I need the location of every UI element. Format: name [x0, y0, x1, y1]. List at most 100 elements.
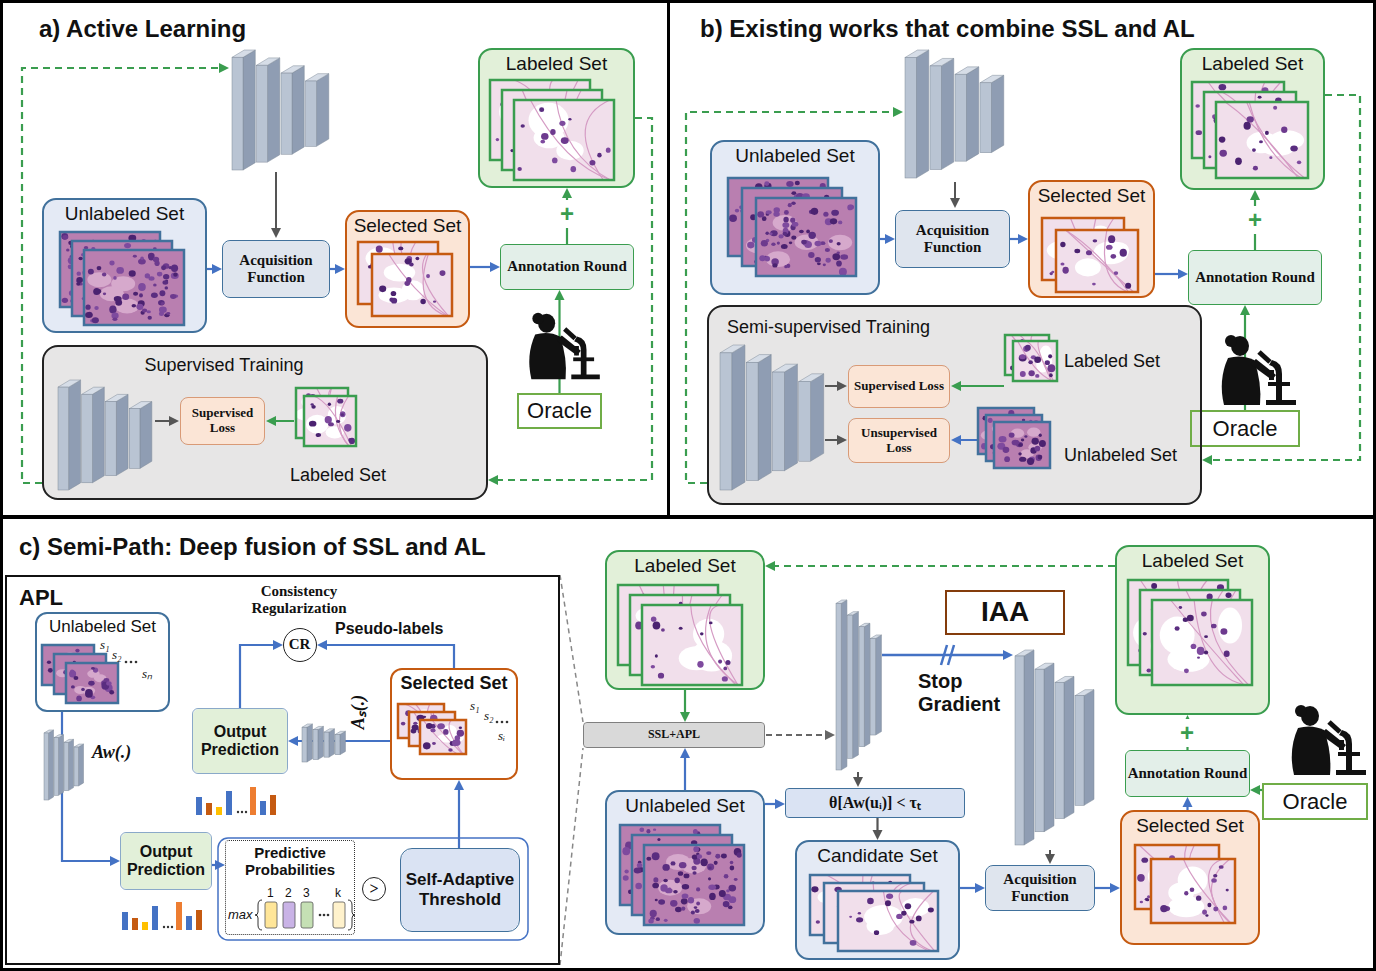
tissue-strand [1065, 230, 1128, 292]
cnn-front [82, 394, 93, 482]
node-title: Oracle [1283, 789, 1348, 814]
cell-nucleus [658, 673, 664, 679]
cnn-front [257, 65, 268, 162]
image-border [420, 720, 466, 754]
cnn-icon [836, 600, 881, 770]
cnn-side [69, 380, 81, 490]
cell-nucleus [896, 914, 902, 919]
node-title: a) Active Learning [39, 15, 639, 43]
base [1336, 770, 1366, 775]
cnn-side [318, 726, 324, 759]
node-title: b) Existing works that combine SSL and A… [700, 15, 1370, 43]
cell-nucleus [161, 265, 166, 270]
cell-nucleus [1265, 131, 1269, 135]
cell-nucleus [694, 906, 698, 909]
cnn-top [720, 345, 745, 353]
box-fill [36, 613, 169, 711]
cell-nucleus [673, 890, 678, 894]
cnn-top [82, 387, 105, 394]
cnn-front [313, 730, 318, 760]
cell-nucleus [766, 210, 772, 214]
ellipsis-dot [130, 661, 133, 664]
cell-nucleus [653, 622, 661, 630]
cell-nucleus [764, 181, 769, 186]
cell-nucleus [718, 659, 722, 663]
cell-nucleus [1201, 612, 1207, 617]
tissue-strand [1171, 600, 1244, 685]
cnn-side [292, 66, 304, 154]
cell-nucleus [147, 310, 151, 313]
cell-nucleus [723, 667, 727, 671]
process-box: Acquisition Function [222, 240, 330, 298]
cell-nucleus [1290, 145, 1298, 151]
cell-nucleus [1184, 891, 1188, 896]
cell-nucleus [102, 273, 106, 277]
cell-nucleus [1253, 166, 1258, 171]
cell-nucleus [379, 286, 386, 293]
oracle-silhouette [1292, 705, 1366, 775]
cell-nucleus [1141, 858, 1148, 863]
oracle-box: Oracle [1262, 783, 1368, 820]
cell-nucleus [693, 846, 699, 852]
arrow-head [1202, 455, 1212, 465]
cell-nucleus [663, 879, 668, 883]
cell-nucleus [709, 893, 716, 900]
box-fill [346, 211, 469, 327]
stop-mark [948, 645, 954, 665]
cell-nucleus [1146, 898, 1149, 901]
arrow-head [562, 188, 572, 198]
cell-nucleus [426, 274, 430, 278]
node-title: Unsupervised Loss [849, 426, 949, 456]
connector [765, 561, 1115, 571]
cell-nucleus [132, 304, 137, 307]
connector [1250, 785, 1262, 795]
arrow-head [975, 883, 985, 893]
box-fill [606, 551, 764, 689]
cell-nucleus [550, 129, 555, 135]
cell-nucleus [707, 864, 714, 871]
cell-nucleus [905, 903, 911, 909]
box-fill [181, 398, 264, 444]
arrow-head [1183, 797, 1193, 807]
node-title: Supervised Training [94, 355, 354, 376]
node-title: Output Prediction [193, 723, 287, 760]
annotation-text: Pseudo-labels [335, 620, 443, 638]
cell-nucleus [336, 420, 340, 423]
box-fill [896, 211, 1009, 267]
cell-nucleus [1205, 914, 1208, 917]
cell-nucleus [826, 258, 831, 263]
cell-nucleus [337, 399, 343, 404]
cell-nucleus [1184, 668, 1189, 673]
node-title: Selected Set [1122, 815, 1258, 837]
cell-nucleus [783, 232, 788, 236]
cell-nucleus [161, 302, 165, 305]
cell-nucleus [62, 235, 68, 239]
cell-nucleus [792, 222, 799, 227]
cell-nucleus [646, 857, 651, 861]
ellipsis-dot [237, 811, 239, 813]
cell-nucleus [171, 273, 179, 279]
cell-nucleus [1012, 440, 1020, 446]
tissue-ground [372, 254, 452, 316]
arrow-head [951, 381, 961, 391]
cell-nucleus [668, 888, 671, 890]
bar [152, 906, 158, 930]
cell-nucleus [836, 260, 842, 266]
cell-nucleus [639, 827, 644, 832]
tissue-image [514, 100, 614, 180]
class-index: 2 [285, 886, 292, 900]
cell-nucleus [140, 257, 144, 260]
cell-nucleus [570, 166, 576, 172]
cell-nucleus [1137, 874, 1145, 882]
arrow-head [1250, 190, 1260, 200]
node-title: Acquisition Function [986, 871, 1094, 906]
cell-nucleus [664, 919, 668, 922]
arrow-head [680, 712, 690, 722]
node-title: Labeled Set [1117, 550, 1268, 572]
cell-nucleus [163, 274, 169, 279]
training-box: Semi-supervised TrainingLabeled SetUnlab… [707, 305, 1202, 505]
cnn-side [841, 600, 847, 770]
process-box: Acquisition Function [895, 210, 1010, 268]
cell-nucleus [1039, 440, 1046, 447]
